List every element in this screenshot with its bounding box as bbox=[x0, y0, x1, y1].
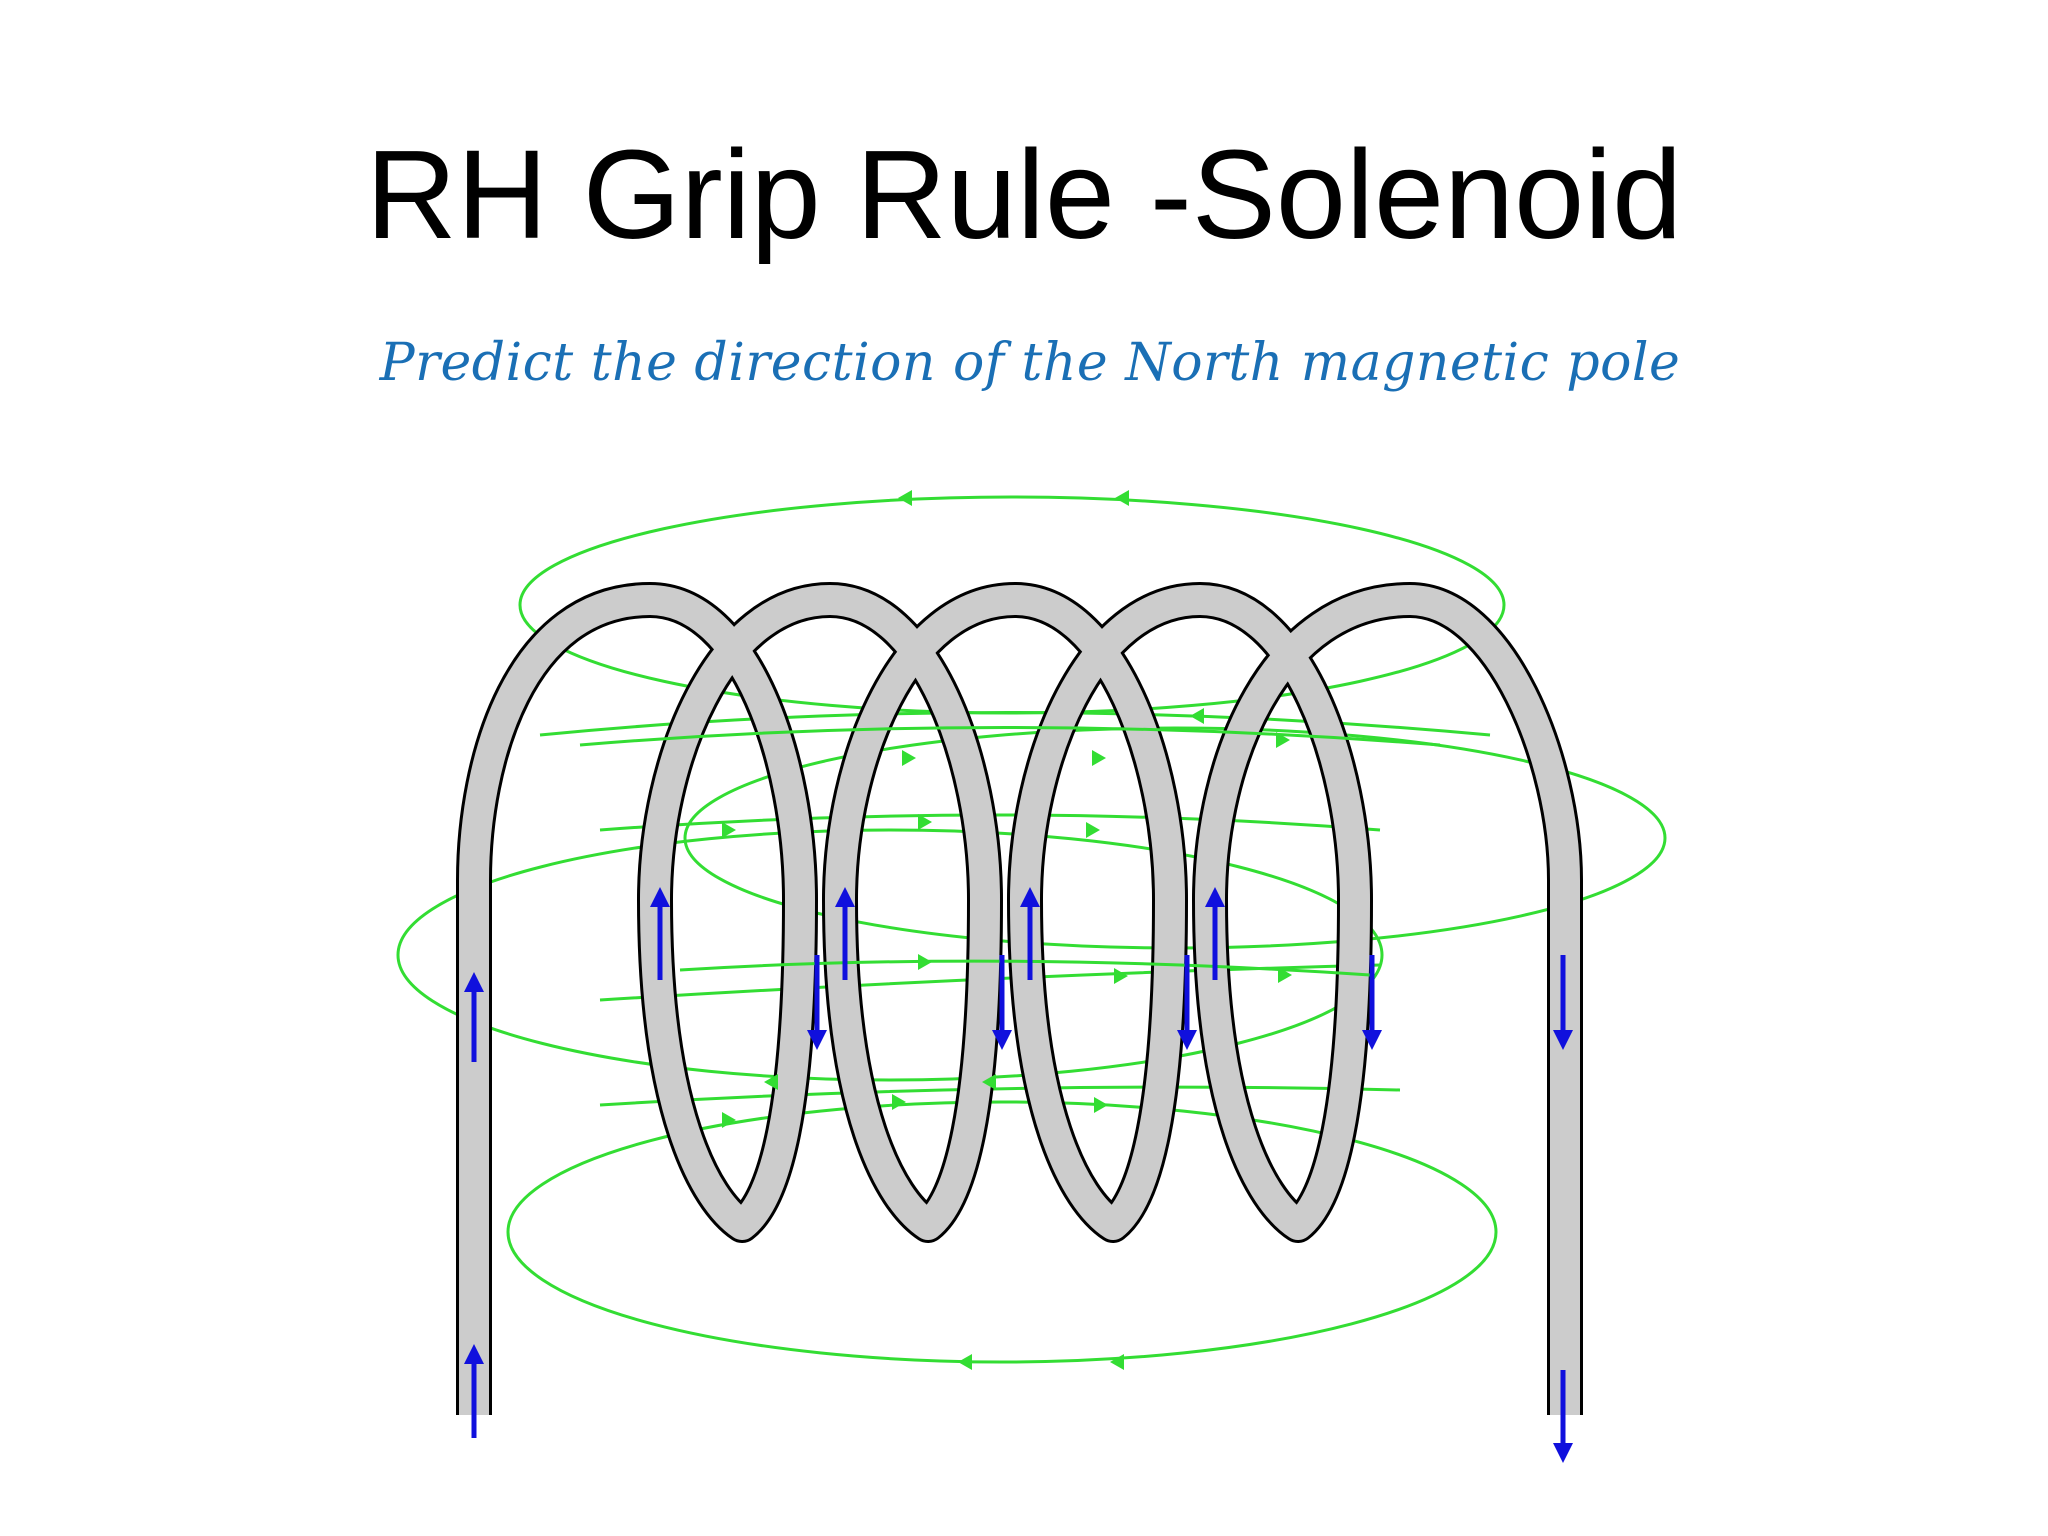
field-arrow bbox=[1094, 1097, 1108, 1113]
field-arrow bbox=[1115, 490, 1129, 506]
field-arrow bbox=[722, 1112, 736, 1128]
field-loop-bottom bbox=[506, 1100, 1498, 1364]
field-arrow bbox=[982, 1074, 996, 1090]
current-arrows bbox=[464, 887, 1573, 1463]
field-arrow bbox=[722, 822, 736, 838]
field-line-front-2 bbox=[679, 959, 1371, 977]
field-lines-front bbox=[579, 726, 1441, 977]
coil-wire bbox=[459, 585, 1580, 1415]
field-arrow bbox=[1278, 967, 1292, 983]
field-arrow bbox=[918, 954, 932, 970]
field-arrow bbox=[902, 750, 916, 766]
field-arrow bbox=[918, 814, 932, 830]
field-loop-middle-left bbox=[396, 828, 1384, 1082]
slide-title: RH Grip Rule -Solenoid bbox=[365, 124, 1683, 265]
field-arrows bbox=[722, 490, 1292, 1370]
field-arrow bbox=[1110, 1354, 1124, 1370]
field-line-core-4 bbox=[599, 1085, 1401, 1107]
field-arrow bbox=[764, 1074, 778, 1090]
field-line-front-1 bbox=[579, 726, 1441, 747]
field-arrow bbox=[1114, 968, 1128, 984]
field-arrow bbox=[892, 1094, 906, 1110]
field-arrow bbox=[1190, 708, 1204, 724]
field-arrow bbox=[1092, 750, 1106, 766]
field-arrow bbox=[958, 1354, 972, 1370]
field-arrow bbox=[898, 490, 912, 506]
slide-subtitle: Predict the direction of the North magne… bbox=[379, 333, 1681, 393]
field-arrow bbox=[1086, 822, 1100, 838]
solenoid-coil bbox=[456, 582, 1583, 1415]
field-arrow bbox=[1276, 732, 1290, 748]
